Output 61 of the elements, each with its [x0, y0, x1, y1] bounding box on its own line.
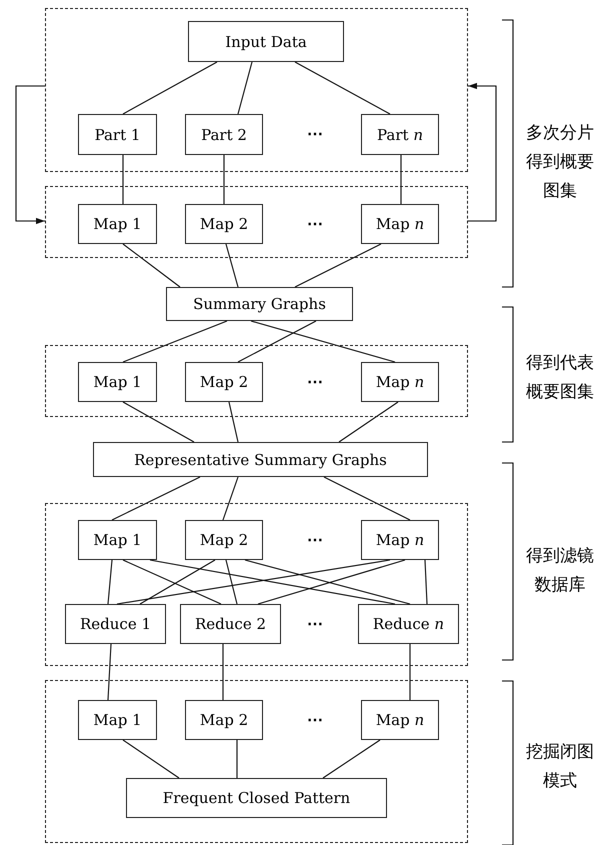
connector-line: [409, 644, 411, 700]
process-box: Representative Summary Graphs: [93, 442, 428, 477]
process-box: Map 2: [185, 520, 263, 560]
connector-line: [237, 62, 253, 114]
process-box: Map 1: [78, 520, 157, 560]
connector-line: [322, 740, 380, 778]
process-box: Map 2: [185, 362, 263, 402]
connector-line: [294, 62, 390, 114]
ellipsis: ⋯: [306, 124, 324, 144]
process-box: Part 2: [185, 114, 263, 155]
dashed-group-box: [45, 8, 468, 172]
ellipsis: ⋯: [306, 214, 324, 234]
connector-line: [122, 155, 124, 204]
process-box: Summary Graphs: [166, 287, 353, 321]
process-box: Map 1: [78, 204, 157, 244]
process-box: Reduce 2: [180, 604, 281, 644]
side-note: 得到代表概要图集: [525, 352, 595, 404]
connector-line: [107, 560, 113, 604]
process-box: Map 1: [78, 362, 157, 402]
feedback-arrow: [468, 82, 497, 222]
dashed-group-box: [45, 345, 468, 417]
connector-line: [236, 740, 238, 778]
side-note: 多次分片得到概要图集: [525, 122, 595, 202]
process-box: Map 1: [78, 700, 157, 740]
ellipsis: ⋯: [306, 710, 324, 730]
connector-line: [140, 560, 216, 604]
connector-line: [222, 476, 239, 520]
dashed-group-box: [45, 680, 468, 843]
connector-line: [222, 644, 224, 700]
connector-line: [228, 402, 239, 442]
connector-line: [424, 560, 428, 604]
process-box: Map n: [361, 362, 439, 402]
connector-line: [122, 320, 228, 363]
feedback-arrow: [15, 85, 45, 224]
process-box: Input Data: [188, 21, 344, 62]
dashed-group-box: [45, 503, 468, 666]
connector-line: [122, 560, 222, 604]
process-box: Map n: [361, 700, 439, 740]
process-box: Map 2: [185, 700, 263, 740]
process-box: Map 2: [185, 204, 263, 244]
ellipsis: ⋯: [306, 372, 324, 392]
connector-line: [250, 320, 396, 363]
process-box: Map n: [361, 204, 439, 244]
process-box: Reduce 1: [65, 604, 166, 644]
connector-line: [225, 560, 238, 604]
connector-line: [107, 644, 112, 700]
connector-line: [400, 155, 402, 204]
side-note: 得到滤镜数据库: [525, 545, 595, 597]
side-note: 挖掘闭图模式: [525, 741, 595, 793]
process-box: Frequent Closed Pattern: [126, 778, 387, 818]
process-box: Reduce n: [358, 604, 459, 644]
ellipsis: ⋯: [306, 530, 324, 550]
connector-line: [223, 155, 225, 204]
ellipsis: ⋯: [306, 614, 324, 634]
process-box: Map n: [361, 520, 439, 560]
dashed-group-box: [45, 186, 468, 258]
connector-line: [122, 62, 218, 114]
connector-line: [122, 740, 180, 778]
process-box: Part n: [361, 114, 439, 155]
connector-line: [225, 244, 239, 288]
process-box: Part 1: [78, 114, 157, 155]
